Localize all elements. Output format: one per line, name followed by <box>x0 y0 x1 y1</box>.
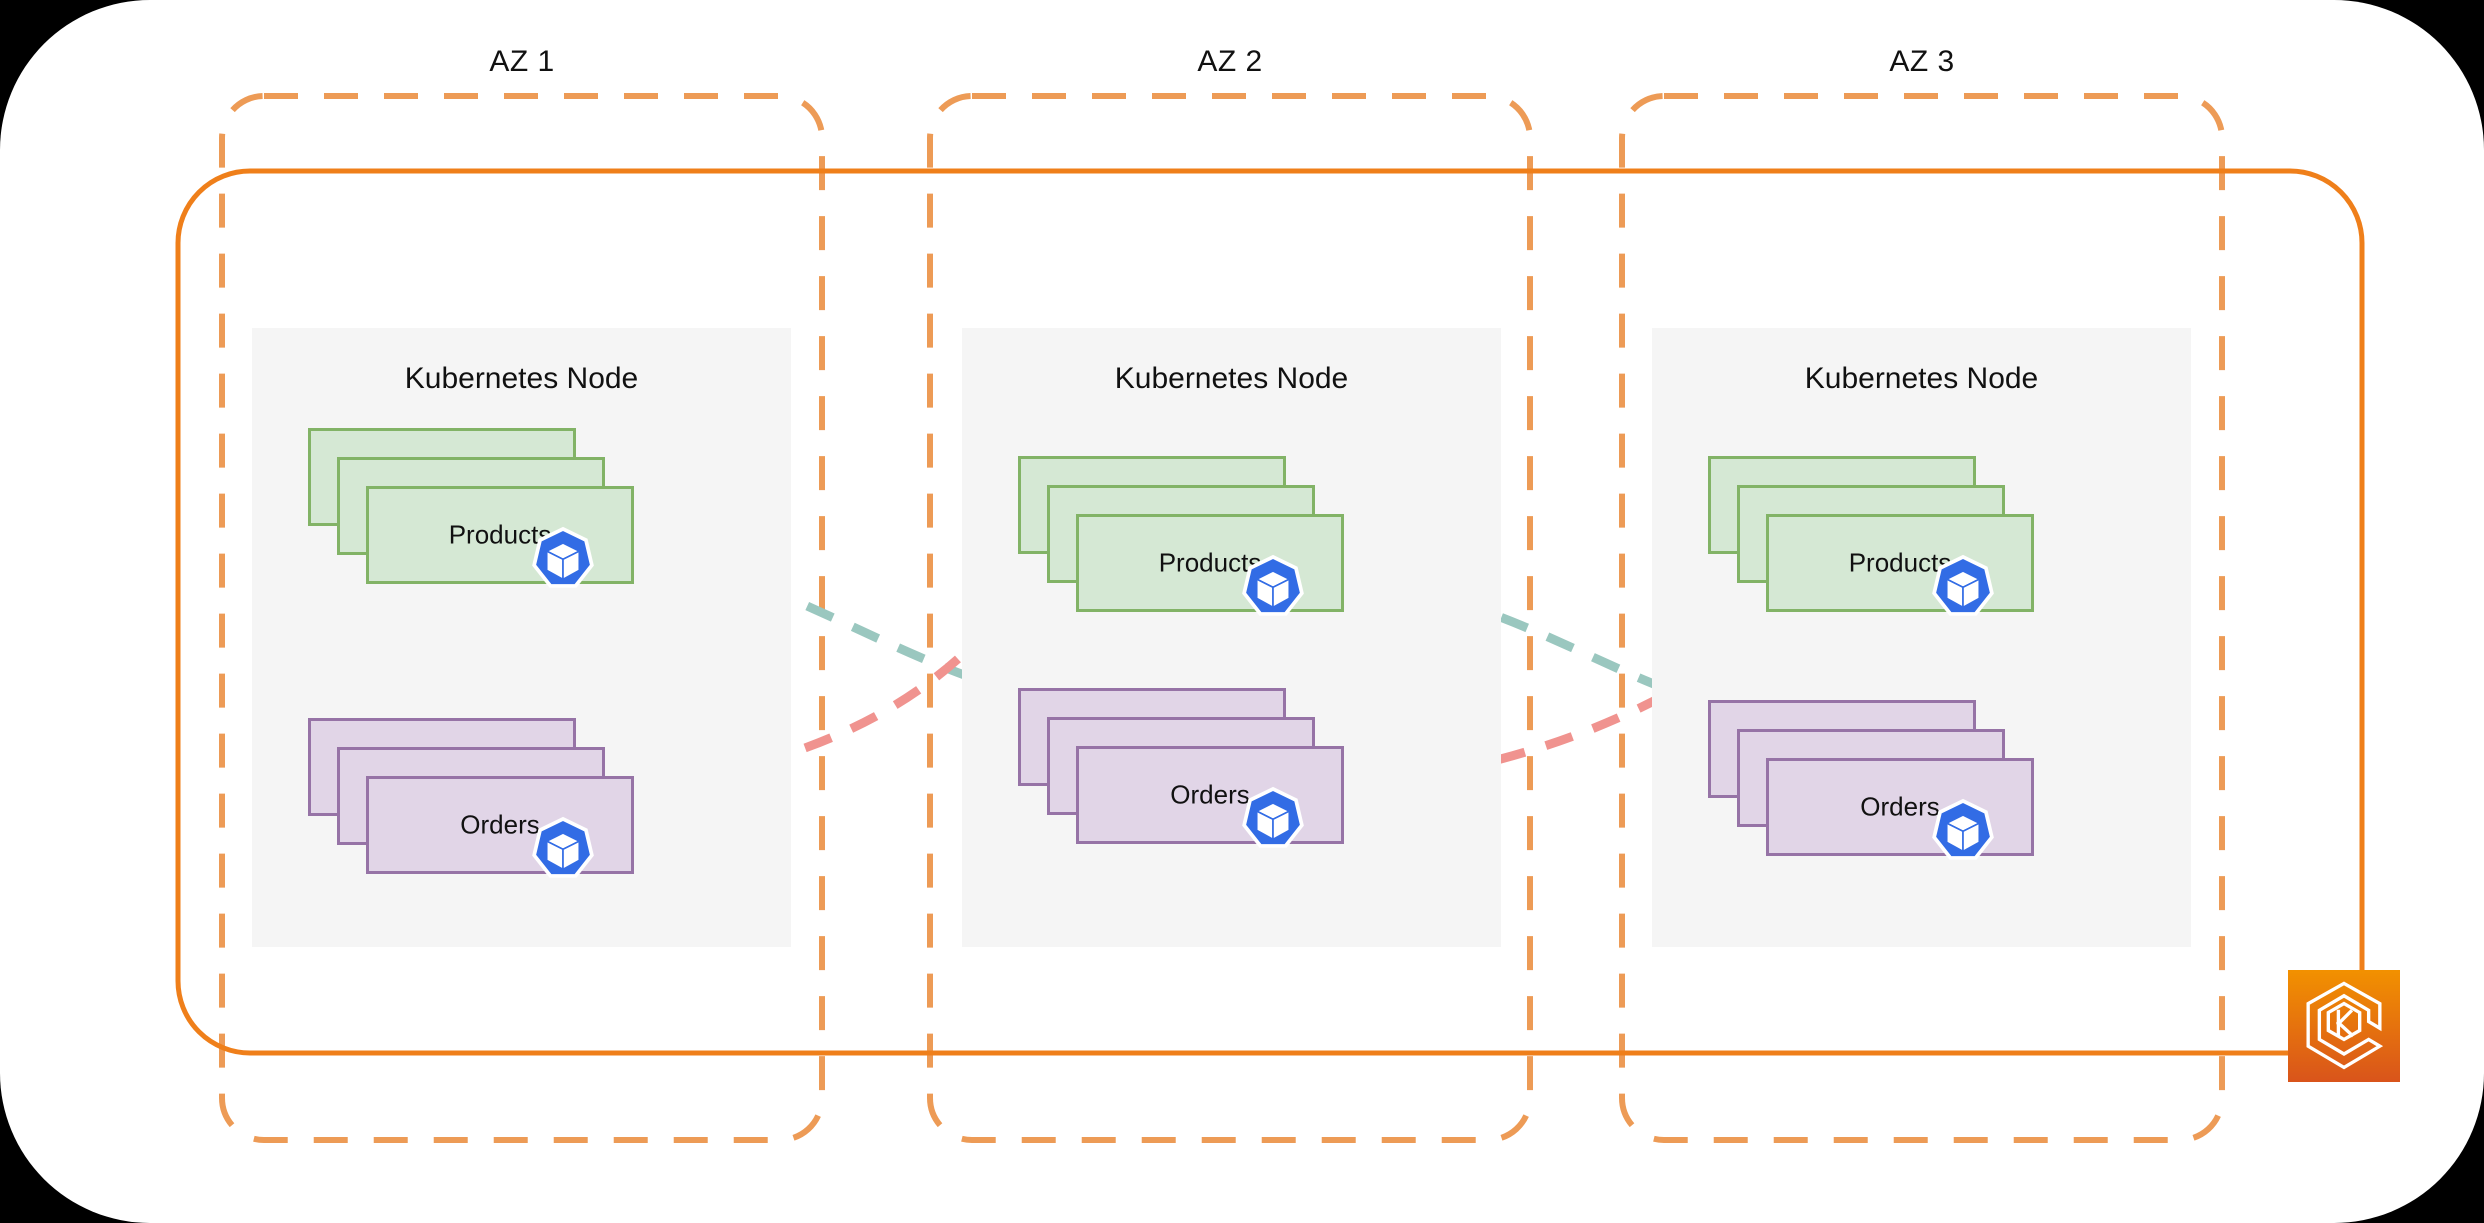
kubernetes-icon <box>532 526 594 588</box>
az-label-1: AZ 1 <box>489 45 555 78</box>
az-label-2: AZ 2 <box>1197 45 1263 78</box>
pod-label: Orders <box>1860 791 1940 822</box>
node-title-1: Kubernetes Node <box>404 362 639 395</box>
pod-label: Orders <box>460 809 540 840</box>
node-title-3: Kubernetes Node <box>1804 362 2039 395</box>
pod-label: Products <box>1848 547 1952 578</box>
az-zone-boundary-3 <box>1619 93 2225 1143</box>
pod-stack-az1-orders[interactable]: Orders <box>308 718 648 878</box>
pod-stack-az2-products[interactable]: Products <box>1018 456 1358 616</box>
kubernetes-node-panel-3: Kubernetes Node Products Orders <box>1652 328 2191 947</box>
pod-stack-az2-orders[interactable]: Orders <box>1018 688 1358 848</box>
pod-stack-az1-products[interactable]: Products <box>308 428 648 588</box>
kubernetes-icon <box>532 816 594 878</box>
eks-cluster-boundary <box>175 168 2365 1056</box>
az-label-3: AZ 3 <box>1889 45 1955 78</box>
kubernetes-icon <box>1242 786 1304 848</box>
pod-label: Orders <box>1170 779 1250 810</box>
kubernetes-icon <box>1242 554 1304 616</box>
kubernetes-node-panel-1: Kubernetes Node Products Orders <box>252 328 791 947</box>
pod-label: Products <box>448 519 552 550</box>
az-zone-boundary-1 <box>219 93 825 1143</box>
pod-label: Products <box>1158 547 1262 578</box>
connection-az1-orders-to-az2-products <box>609 543 1049 795</box>
az-zone-boundary-2 <box>927 93 1533 1143</box>
aws-eks-icon <box>2288 970 2400 1082</box>
kubernetes-node-panel-2: Kubernetes Node Products Orders <box>962 328 1501 947</box>
pod-stack-az3-products[interactable]: Products <box>1708 456 2048 616</box>
kubernetes-icon <box>1932 798 1994 860</box>
kubernetes-icon <box>1932 554 1994 616</box>
pod-stack-az3-orders[interactable]: Orders <box>1708 700 2048 860</box>
node-title-2: Kubernetes Node <box>1114 362 1349 395</box>
